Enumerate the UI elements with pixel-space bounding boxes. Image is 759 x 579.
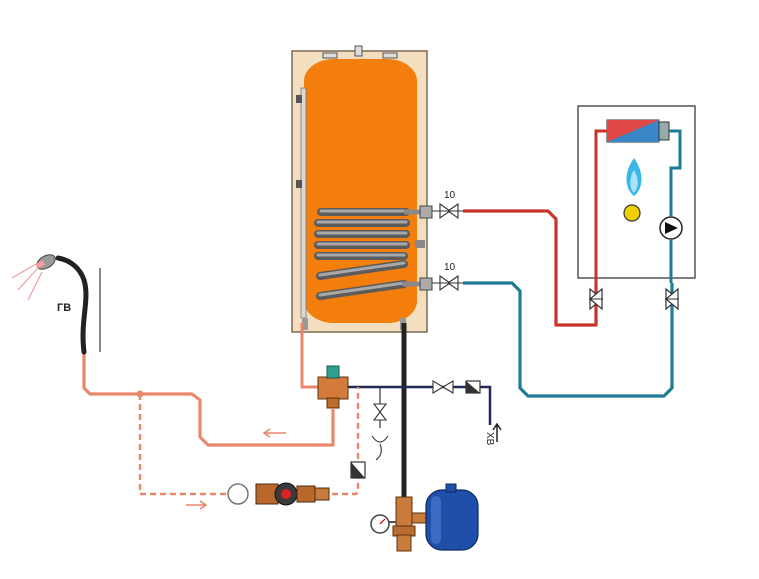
heating-coil [314, 208, 423, 300]
shower-label: ГВ [57, 302, 71, 314]
circulation-pump-icon [659, 216, 683, 240]
upper-coil-fitting: 10 [419, 190, 463, 220]
shower-head-icon [11, 254, 101, 355]
mixing-valve-icon [317, 365, 349, 409]
cold-water-branch [348, 385, 492, 425]
lower-fitting-label: 10 [444, 262, 456, 273]
drain-valve-icon [371, 387, 389, 461]
upper-fitting-label: 10 [444, 190, 456, 201]
heating-return-pipe [463, 281, 674, 398]
pressure-gauge-icon [370, 514, 396, 534]
heating-flow-pipe [463, 209, 598, 327]
boiler-heat-exchanger-icon [606, 119, 670, 143]
ball-valve-icon [432, 380, 454, 394]
boiler-flow-internal [594, 129, 607, 283]
flame-icon [626, 158, 642, 196]
ball-valve-icon [665, 287, 679, 311]
ball-valve-icon [589, 287, 603, 311]
dhw-supply-pipe [82, 352, 335, 447]
recirculation-pipe [138, 387, 360, 496]
hot-outlet-drop [300, 323, 318, 389]
thermometer-gauge [227, 483, 249, 505]
flow-arrow-left [262, 428, 286, 438]
safety-group [392, 496, 427, 552]
lower-coil-fitting: 10 [419, 262, 463, 292]
boiler-return-internal [669, 129, 682, 283]
check-valve-icon [465, 380, 481, 394]
cold-inlet-label: ХВ [484, 432, 495, 446]
recirculation-pump-group [227, 482, 330, 506]
check-valve-icon [350, 461, 366, 479]
flow-arrow-right [186, 500, 208, 510]
sensor-pocket [415, 240, 425, 248]
burner-indicator [623, 204, 641, 222]
cold-inlet-arrow [492, 422, 502, 442]
expansion-vessel-icon [425, 483, 479, 551]
